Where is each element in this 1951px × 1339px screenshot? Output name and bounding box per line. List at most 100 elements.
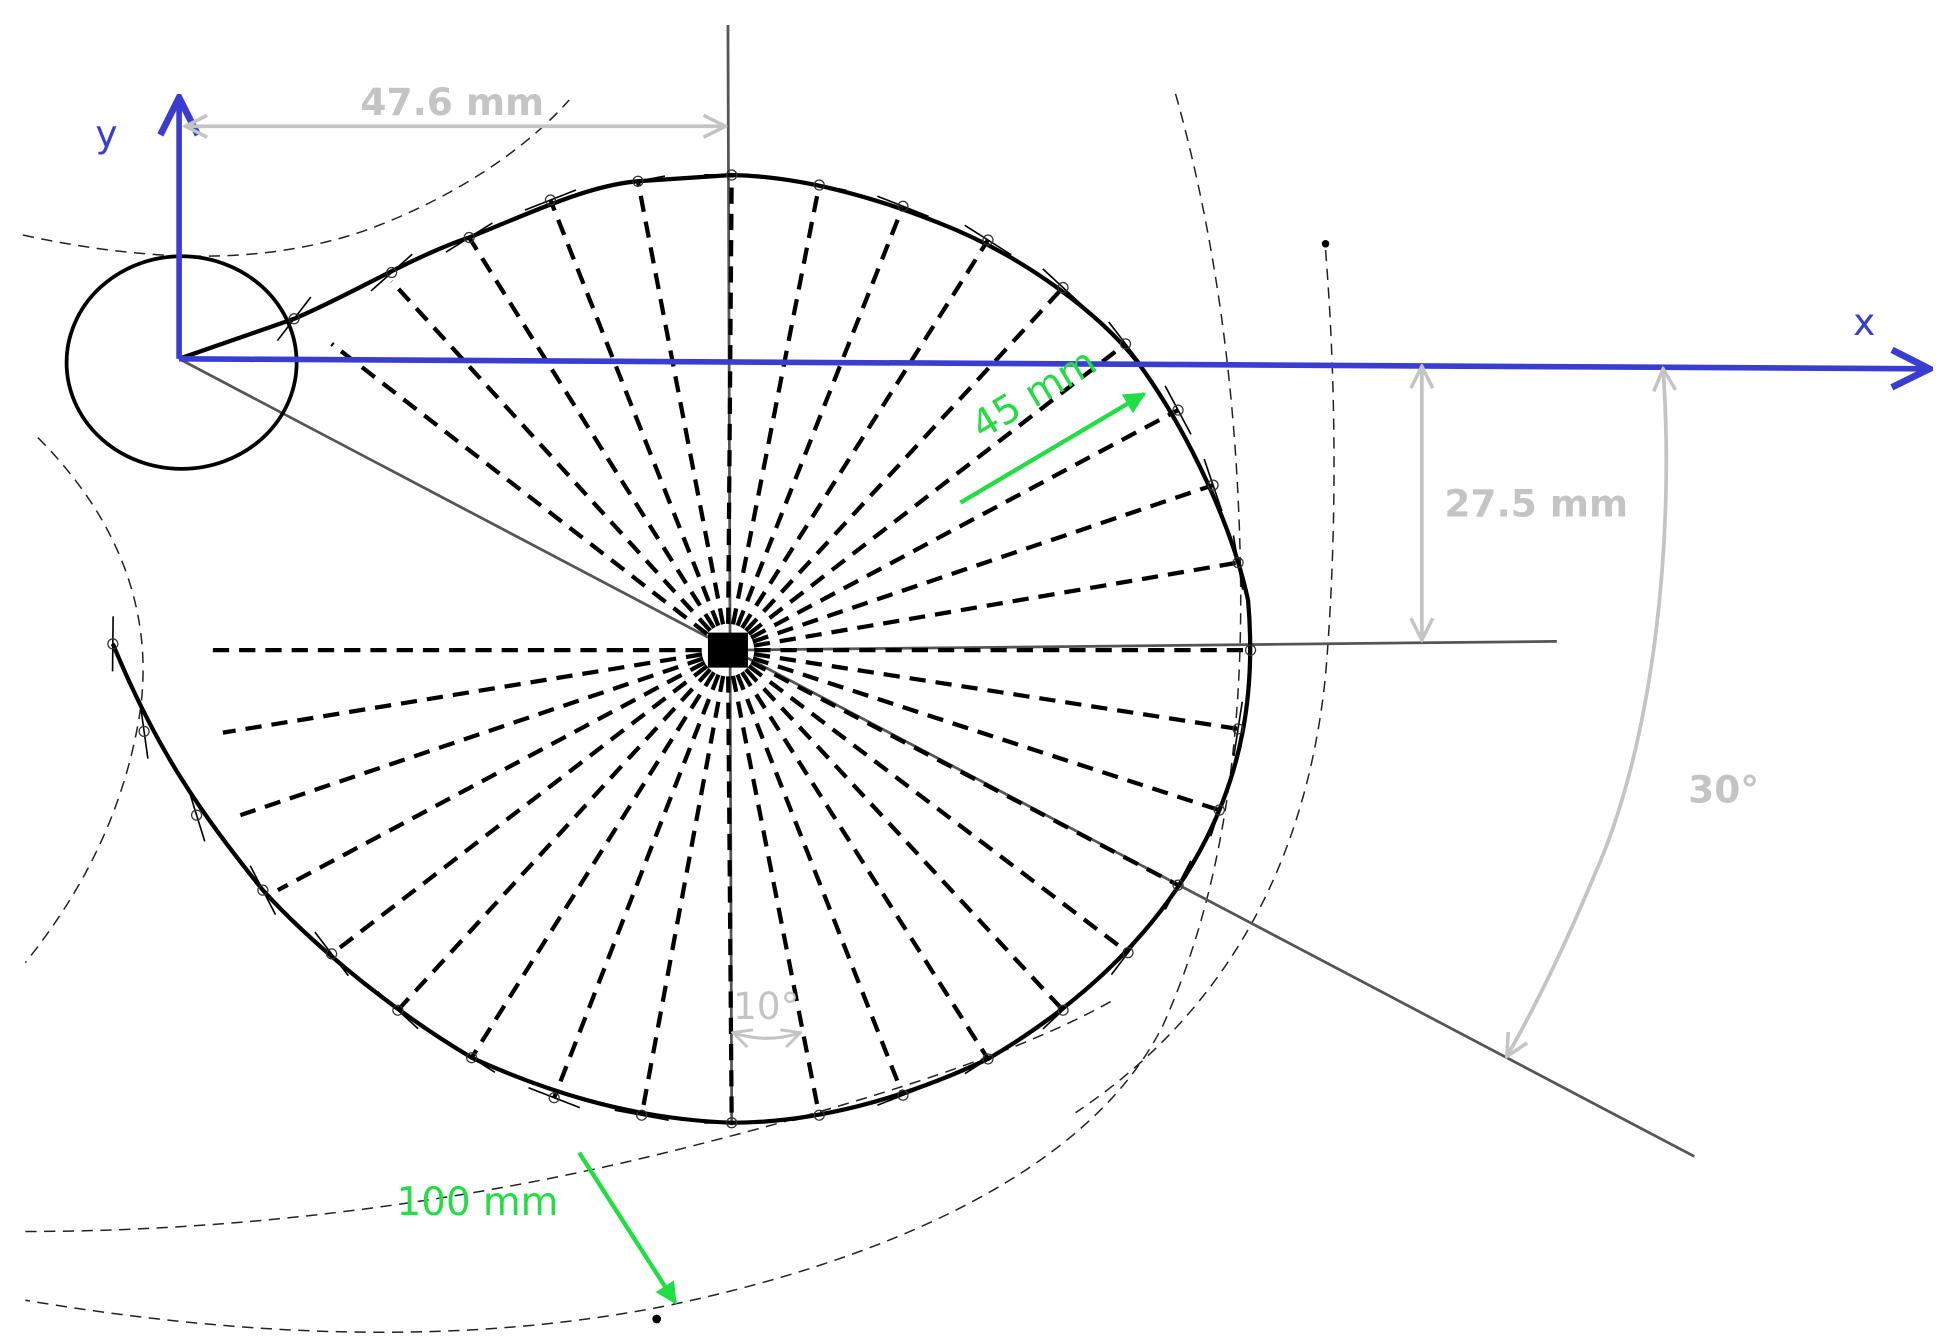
dashed-ray <box>727 648 1239 731</box>
arc-endpoint-dot <box>1321 240 1330 248</box>
profile-point-marker <box>190 809 203 821</box>
profile-point-marker <box>1119 338 1132 350</box>
dashed-ray <box>330 648 730 956</box>
tick-mark <box>1164 860 1192 910</box>
dashed-ray <box>726 286 1065 652</box>
dashed-ray <box>726 648 990 1061</box>
profile-point-marker <box>1172 879 1184 891</box>
profile-point-marker <box>138 725 150 738</box>
profile-point-marker <box>632 175 644 187</box>
vertical-offset-label: 27.5 mm <box>1444 481 1628 525</box>
horizontal-center-line <box>727 639 1557 652</box>
dashed-ray <box>726 648 1130 955</box>
tick-mark <box>445 222 493 253</box>
profile-point-marker <box>288 313 300 325</box>
upper-left-arc <box>22 99 570 257</box>
profile-point-marker <box>897 200 909 212</box>
tick-mark <box>610 175 666 188</box>
inner-right-arc <box>1075 249 1335 1114</box>
dashed-ray <box>552 649 730 1099</box>
tick-mark <box>1108 321 1143 367</box>
profile-tick-marks <box>107 169 1257 1129</box>
tick-mark <box>524 189 577 211</box>
profile-point-marker <box>982 1053 994 1065</box>
cam-profile-curve <box>110 172 1253 1125</box>
profile-point-marker <box>463 231 475 244</box>
dashed-ray <box>726 648 1180 888</box>
tick-mark <box>877 195 929 218</box>
tick-mark <box>276 296 312 342</box>
profile-point-marker <box>107 638 119 650</box>
base-radius-arrow <box>959 391 1147 505</box>
dashed-ray <box>727 648 1220 813</box>
dashed-ray <box>222 648 729 735</box>
construction-arcs <box>22 93 1335 1334</box>
profile-point-marker <box>726 169 738 181</box>
dashed-ray <box>639 649 731 1116</box>
profile-point-marker <box>1232 723 1244 735</box>
outer-right-arc <box>25 93 1242 1334</box>
dimension-annotations: 47.6 mm 27.5 mm 30° 10° <box>185 80 1759 1056</box>
tick-mark <box>370 253 413 292</box>
dashed-ray <box>390 279 730 652</box>
profile-point-marker <box>897 1089 909 1101</box>
increment-angle-arc <box>733 1033 801 1039</box>
left-arc <box>24 437 144 964</box>
tick-mark <box>964 224 1012 256</box>
tick-mark <box>1110 930 1146 976</box>
outer-radius-arrow <box>577 1151 678 1305</box>
profile-point-marker <box>1057 1004 1069 1016</box>
dashed-ray <box>725 205 905 651</box>
dashed-ray <box>727 483 1214 653</box>
increment-angle-label: 10° <box>733 984 799 1028</box>
tick-mark <box>377 991 419 1030</box>
tick-mark <box>1232 535 1244 590</box>
profile-point-marker <box>1172 404 1184 416</box>
dashed-ray <box>396 648 730 1012</box>
profile-point-marker <box>326 948 338 960</box>
profile-point-marker <box>466 1052 478 1064</box>
tick-mark <box>964 1043 1012 1075</box>
profile-point-marker <box>257 884 269 896</box>
profile-point-marker <box>1232 556 1244 569</box>
dashed-ray <box>635 180 731 651</box>
profile-point-marker <box>1213 804 1225 816</box>
x-axis-label: x <box>1853 300 1875 344</box>
tick-mark <box>1233 701 1244 757</box>
arc-endpoint-dot-bottom <box>652 1314 662 1324</box>
dashed-ray <box>467 236 730 652</box>
profile-point-marker <box>1122 947 1134 959</box>
tick-mark <box>792 1109 847 1122</box>
angle-label: 30° <box>1688 768 1759 812</box>
dashed-ray <box>725 184 822 651</box>
dashed-ray <box>548 199 730 651</box>
tick-mark <box>314 931 350 977</box>
construction-lines <box>178 24 1696 1158</box>
tick-mark <box>1042 990 1084 1030</box>
horizontal-offset-label: 47.6 mm <box>360 80 544 124</box>
profile-point-marker <box>813 1109 825 1121</box>
profile-point-marker <box>386 266 398 279</box>
tick-mark <box>877 1084 929 1107</box>
dashed-ray <box>726 648 1065 1012</box>
dashed-ray <box>725 649 905 1096</box>
angled-30deg-line <box>178 357 1696 1158</box>
tick-mark <box>1164 385 1192 435</box>
dashed-ray <box>726 238 990 652</box>
dashed-rays <box>212 175 1251 1123</box>
tick-mark <box>1203 458 1223 512</box>
profile-point-marker <box>1244 644 1257 656</box>
angle-dimension-arc <box>1507 369 1666 1057</box>
dashed-ray <box>469 648 730 1059</box>
profile-point-marker <box>392 1004 404 1016</box>
tick-mark <box>447 1042 496 1074</box>
dashed-ray <box>239 648 729 818</box>
radius-annotations: 45 mm 100 mm <box>397 339 1147 1305</box>
profile-point-marker <box>1057 281 1069 294</box>
dashed-ray <box>726 342 1127 652</box>
coordinate-axes: y x <box>95 98 1929 369</box>
tick-mark <box>1210 783 1229 837</box>
profile-point-marker <box>982 234 994 246</box>
outer-radius-label: 100 mm <box>397 1180 559 1225</box>
